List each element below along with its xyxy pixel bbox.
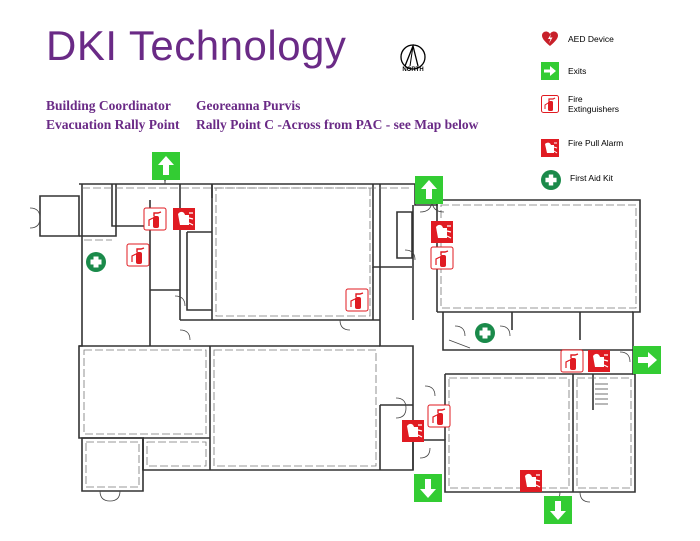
fire-pull-alarm-icon	[172, 207, 196, 231]
legend-extinguishers-label: Fire Extinguishers	[568, 94, 619, 114]
first-aid-kit-icon	[541, 170, 561, 190]
fire-extinguisher-icon	[126, 243, 150, 267]
rally-value: Rally Point C -Across from PAC - see Map…	[196, 117, 479, 132]
fire-extinguisher-icon	[345, 288, 369, 312]
coordinator-value: Georeanna Purvis	[196, 98, 301, 113]
doors	[29, 171, 631, 503]
legend-pull-alarm-label: Fire Pull Alarm	[568, 138, 624, 148]
fire-extinguisher-icon	[541, 95, 559, 113]
fire-pull-alarm-icon	[541, 139, 559, 157]
exit-arrow-icon	[541, 62, 559, 80]
north-label: NORTH	[402, 67, 424, 73]
first-aid-kit-icon	[475, 323, 495, 343]
exit-arrow-icon	[633, 346, 661, 374]
stairs	[448, 339, 608, 405]
fire-pull-alarm-icon	[587, 349, 611, 373]
legend-extinguishers: Fire Extinguishers	[541, 94, 619, 114]
exit-arrow-icon	[415, 176, 443, 204]
fire-extinguisher-icon	[427, 404, 451, 428]
fire-pull-alarm-icon	[401, 419, 425, 443]
building-walls	[39, 183, 641, 493]
fire-pull-alarm-icon	[519, 469, 543, 493]
first-aid-kit-icon	[86, 252, 106, 272]
exit-arrow-icon	[152, 152, 180, 180]
aed-heart-icon	[542, 31, 558, 46]
coordinator-row: Building Coordinator Georeanna Purvis	[46, 98, 300, 114]
page-title: DKI Technology	[46, 22, 347, 69]
interior-dashed-lines	[82, 187, 637, 489]
legend-first-aid: First Aid Kit	[541, 170, 613, 190]
coordinator-label: Building Coordinator	[46, 98, 171, 113]
fire-extinguisher-icon	[430, 246, 454, 270]
legend-aed: AED Device	[541, 30, 614, 48]
legend-exits: Exits	[541, 62, 586, 80]
legend-aed-label: AED Device	[568, 34, 614, 44]
exit-arrow-icon	[414, 474, 442, 502]
legend-extinguishers-line1: Fire	[568, 94, 583, 104]
north-arrow-icon	[400, 43, 426, 70]
legend-exits-label: Exits	[568, 66, 587, 76]
fire-extinguisher-icon	[560, 349, 584, 373]
legend-pull-alarm: Fire Pull Alarm	[541, 138, 623, 158]
fire-pull-alarm-icon	[430, 220, 454, 244]
exit-arrow-icon	[544, 496, 572, 524]
fire-extinguisher-icon	[143, 207, 167, 231]
legend-extinguishers-line2: Extinguishers	[568, 104, 620, 114]
legend-first-aid-label: First Aid Kit	[570, 173, 613, 183]
rally-row: Evacuation Rally Point Rally Point C -Acr…	[46, 117, 478, 133]
rally-label: Evacuation Rally Point	[46, 117, 180, 132]
